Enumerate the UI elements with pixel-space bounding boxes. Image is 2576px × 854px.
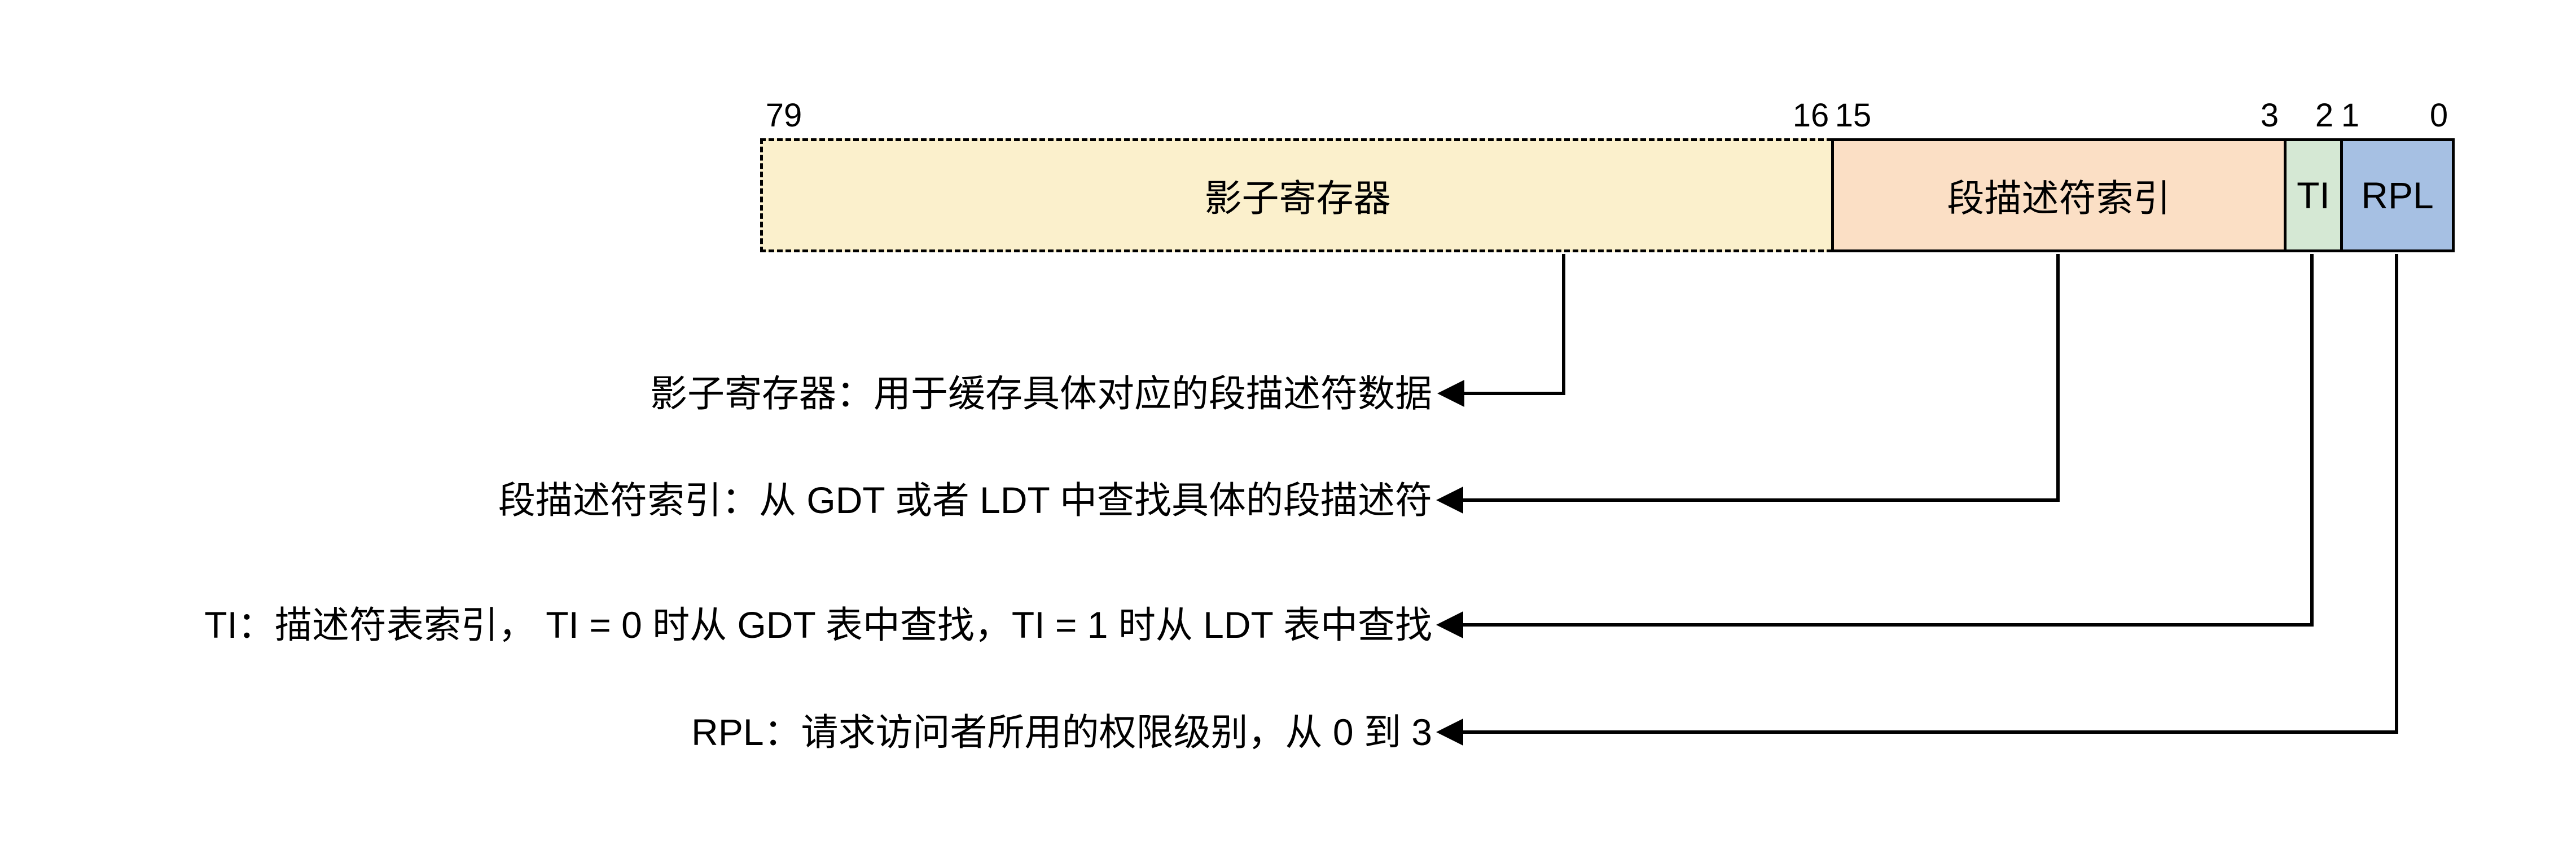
register-box: 影子寄存器 段描述符索引 TI RPL: [760, 138, 2455, 252]
field-ti-label: TI: [2297, 174, 2330, 216]
annotation-ti: TI：描述符表索引， TI = 0 时从 GDT 表中查找，TI = 1 时从 …: [204, 604, 1432, 646]
bit-label-79: 79: [765, 97, 802, 134]
rpl-arrowhead-left-icon: [1436, 719, 1463, 746]
bit-label-16: 16: [1792, 97, 1829, 134]
bit-label-1: 1: [2341, 97, 2360, 134]
selector-solid-part: 段描述符索引 TI RPL: [1831, 138, 2455, 252]
field-descriptor-index-label: 段描述符索引: [1947, 177, 2171, 219]
field-shadow-register: 影子寄存器: [760, 138, 1832, 252]
connector-rpl-horizontal: [1462, 730, 2398, 734]
annotation-descriptor-index: 段描述符索引：从 GDT 或者 LDT 中查找具体的段描述符: [498, 479, 1432, 521]
bit-label-0: 0: [2429, 97, 2448, 134]
connector-rpl-vertical: [2395, 254, 2398, 734]
bit-label-15: 15: [1835, 97, 1872, 134]
connector-ti-horizontal: [1462, 623, 2314, 627]
shadow-arrowhead-left-icon: [1437, 380, 1464, 407]
annotation-rpl: RPL：请求访问者所用的权限级别，从 0 到 3: [691, 711, 1432, 753]
connector-index-horizontal: [1462, 498, 2060, 502]
ti-arrowhead-left-icon: [1436, 611, 1463, 638]
annotation-shadow-register: 影子寄存器：用于缓存具体对应的段描述符数据: [650, 373, 1432, 414]
field-divider: [2284, 141, 2287, 249]
bit-label-3: 3: [2260, 97, 2279, 134]
field-ti: TI: [2287, 141, 2340, 249]
field-divider: [2340, 141, 2343, 249]
field-descriptor-index: 段描述符索引: [1834, 141, 2284, 249]
field-rpl: RPL: [2343, 141, 2452, 249]
field-shadow-register-label: 影子寄存器: [1204, 177, 1391, 219]
connector-index-vertical: [2056, 254, 2060, 502]
bit-label-2: 2: [2315, 97, 2334, 134]
connector-shadow-vertical: [1562, 254, 1565, 395]
connector-ti-vertical: [2310, 254, 2314, 627]
index-arrowhead-left-icon: [1436, 487, 1463, 514]
connector-shadow-horizontal: [1462, 392, 1565, 395]
field-rpl-label: RPL: [2361, 174, 2434, 216]
